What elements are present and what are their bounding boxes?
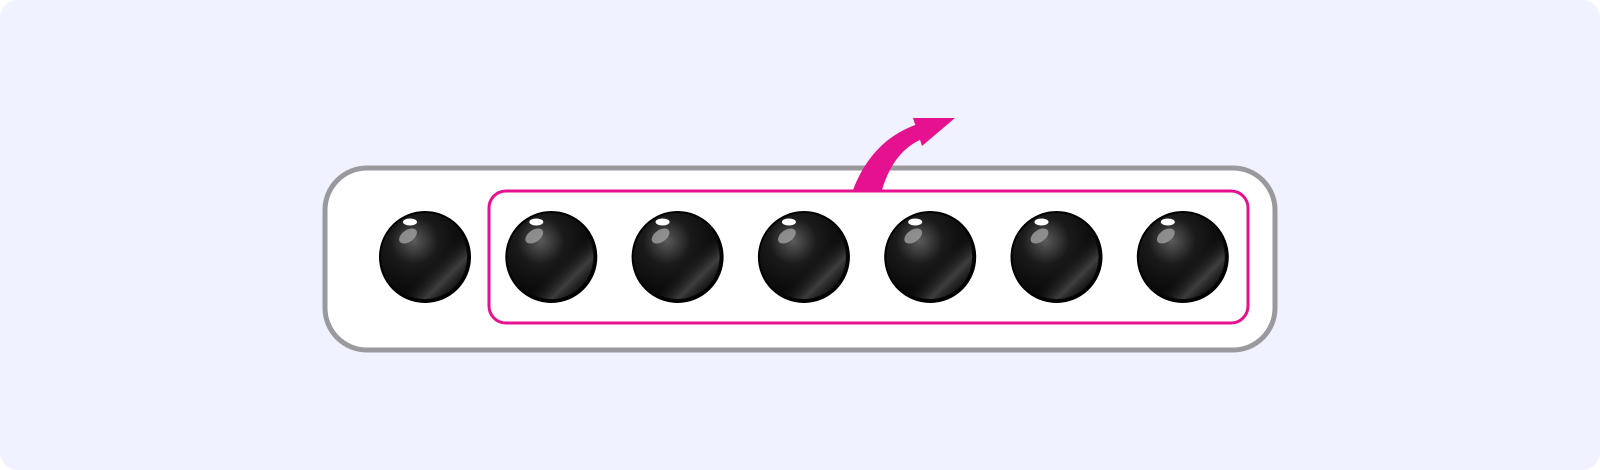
grouped-bead-icon xyxy=(1010,211,1103,303)
grouped-bead-icon xyxy=(505,211,598,303)
ungrouped-bead-icon xyxy=(379,211,471,303)
grouped-bead-icon xyxy=(884,211,977,303)
grouped-bead-icon xyxy=(631,211,724,303)
beads-row xyxy=(379,211,1229,303)
grouped-beads-box xyxy=(487,189,1250,325)
curved-arrow-icon xyxy=(853,118,955,190)
grouped-bead-icon xyxy=(757,211,850,303)
grouped-bead-icon xyxy=(1136,211,1229,303)
